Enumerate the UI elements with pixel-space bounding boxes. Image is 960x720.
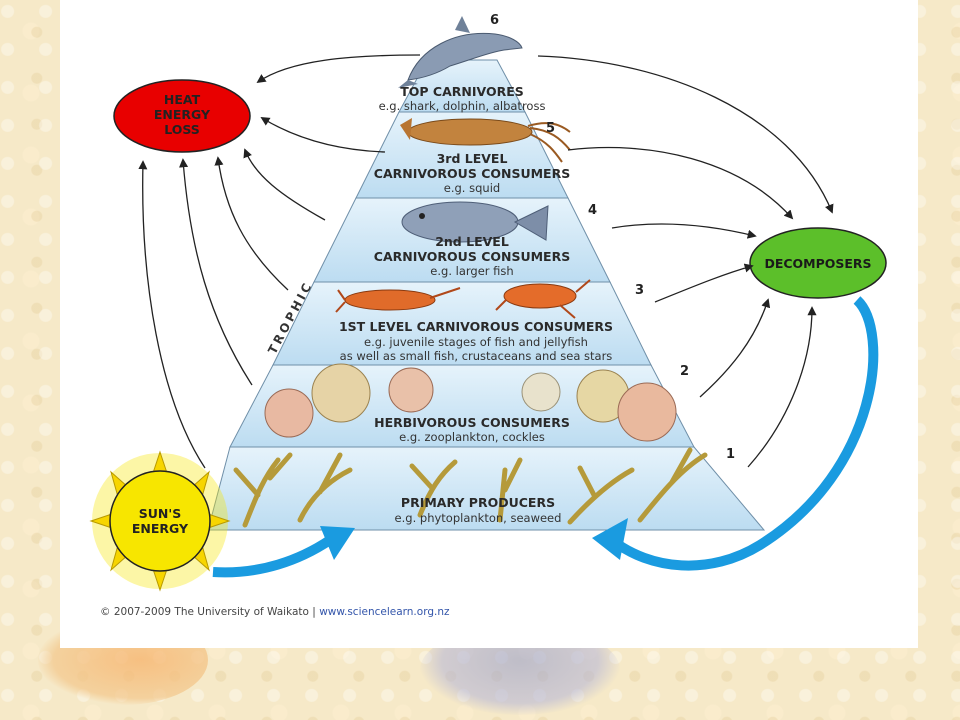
level-2-example: e.g. zooplankton, cockles bbox=[399, 430, 545, 444]
level-3-number: 3 bbox=[635, 283, 644, 298]
level-3-title: 1ST LEVEL CARNIVOROUS CONSUMERS bbox=[339, 319, 613, 334]
dolphin-image bbox=[398, 16, 523, 88]
level-5-number: 5 bbox=[546, 121, 555, 136]
level-2-number: 2 bbox=[680, 364, 689, 379]
seaweed-image bbox=[233, 447, 708, 528]
crayfish-image-left bbox=[335, 287, 461, 313]
level-5-title: 3rd LEVEL bbox=[437, 151, 508, 166]
level-4-title: 2nd LEVEL bbox=[435, 234, 509, 249]
arrow-level4-to-heat bbox=[243, 148, 326, 221]
nutrient-return-arrow bbox=[592, 296, 879, 571]
fish-image bbox=[401, 201, 549, 243]
level-3-example: e.g. juvenile stages of fish and jellyfi… bbox=[364, 335, 588, 349]
arrow-level5-to-decomposers bbox=[567, 146, 794, 220]
level-1-example: e.g. phytoplankton, seaweed bbox=[395, 511, 562, 525]
level-1-title: PRIMARY PRODUCERS bbox=[401, 495, 555, 510]
copyright-text: © 2007-2009 The University of Waikato | bbox=[100, 606, 320, 618]
arrow-level3-to-decomposers bbox=[654, 263, 754, 303]
crayfish-image-right bbox=[495, 279, 591, 319]
heat-line1: HEAT bbox=[164, 92, 201, 107]
level-4-example: e.g. larger fish bbox=[430, 264, 513, 278]
arrow-top-to-decomposers bbox=[537, 55, 834, 214]
level-4-number: 4 bbox=[588, 203, 597, 218]
heat-line3: LOSS bbox=[164, 122, 200, 137]
sun-line2: ENERGY bbox=[132, 521, 189, 536]
sun-energy-icon: SUN'S ENERGY bbox=[89, 450, 231, 592]
decomposer-arrows bbox=[537, 55, 834, 468]
arrow-level5-to-heat bbox=[260, 117, 386, 153]
decomposers-label: DECOMPOSERS bbox=[764, 256, 871, 271]
copyright-footer: © 2007-2009 The University of Waikato | … bbox=[100, 606, 450, 618]
arrow-sun-to-heat bbox=[138, 160, 206, 469]
arrow-level4-to-decomposers bbox=[611, 223, 757, 239]
heat-energy-loss-bubble: HEAT ENERGY LOSS bbox=[113, 79, 251, 153]
arrow-level3-to-heat bbox=[214, 156, 289, 291]
level-5-example: e.g. squid bbox=[444, 181, 500, 195]
level-1-band bbox=[207, 446, 766, 531]
level-4-title-line2: CARNIVOROUS CONSUMERS bbox=[374, 249, 570, 264]
level-2-title: HERBIVOROUS CONSUMERS bbox=[374, 415, 570, 430]
arrow-level2-to-decomposers bbox=[699, 298, 771, 398]
level-1-number: 1 bbox=[726, 447, 735, 462]
cockle-shells-image bbox=[264, 363, 677, 442]
arrow-level1-to-decomposers bbox=[747, 306, 817, 468]
heat-loss-arrows bbox=[138, 54, 421, 469]
level-3-example-line2: as well as small fish, crustaceans and s… bbox=[340, 349, 613, 363]
sciencelearn-link[interactable]: www.sciencelearn.org.nz bbox=[319, 606, 450, 618]
level-6-example: e.g. shark, dolphin, albatross bbox=[379, 99, 546, 113]
sun-energy-input-arrow bbox=[212, 526, 355, 578]
arrow-top-to-heat bbox=[256, 54, 421, 84]
decomposers-bubble: DECOMPOSERS bbox=[749, 227, 887, 299]
level-5-title-line2: CARNIVOROUS CONSUMERS bbox=[374, 166, 570, 181]
sun-line1: SUN'S bbox=[139, 506, 181, 521]
arrow-level2-to-heat bbox=[179, 158, 253, 386]
squid-image bbox=[400, 118, 571, 163]
level-6-title: TOP CARNIVORES bbox=[400, 84, 524, 99]
level-6-number: 6 bbox=[490, 13, 499, 28]
heat-line2: ENERGY bbox=[154, 107, 211, 122]
